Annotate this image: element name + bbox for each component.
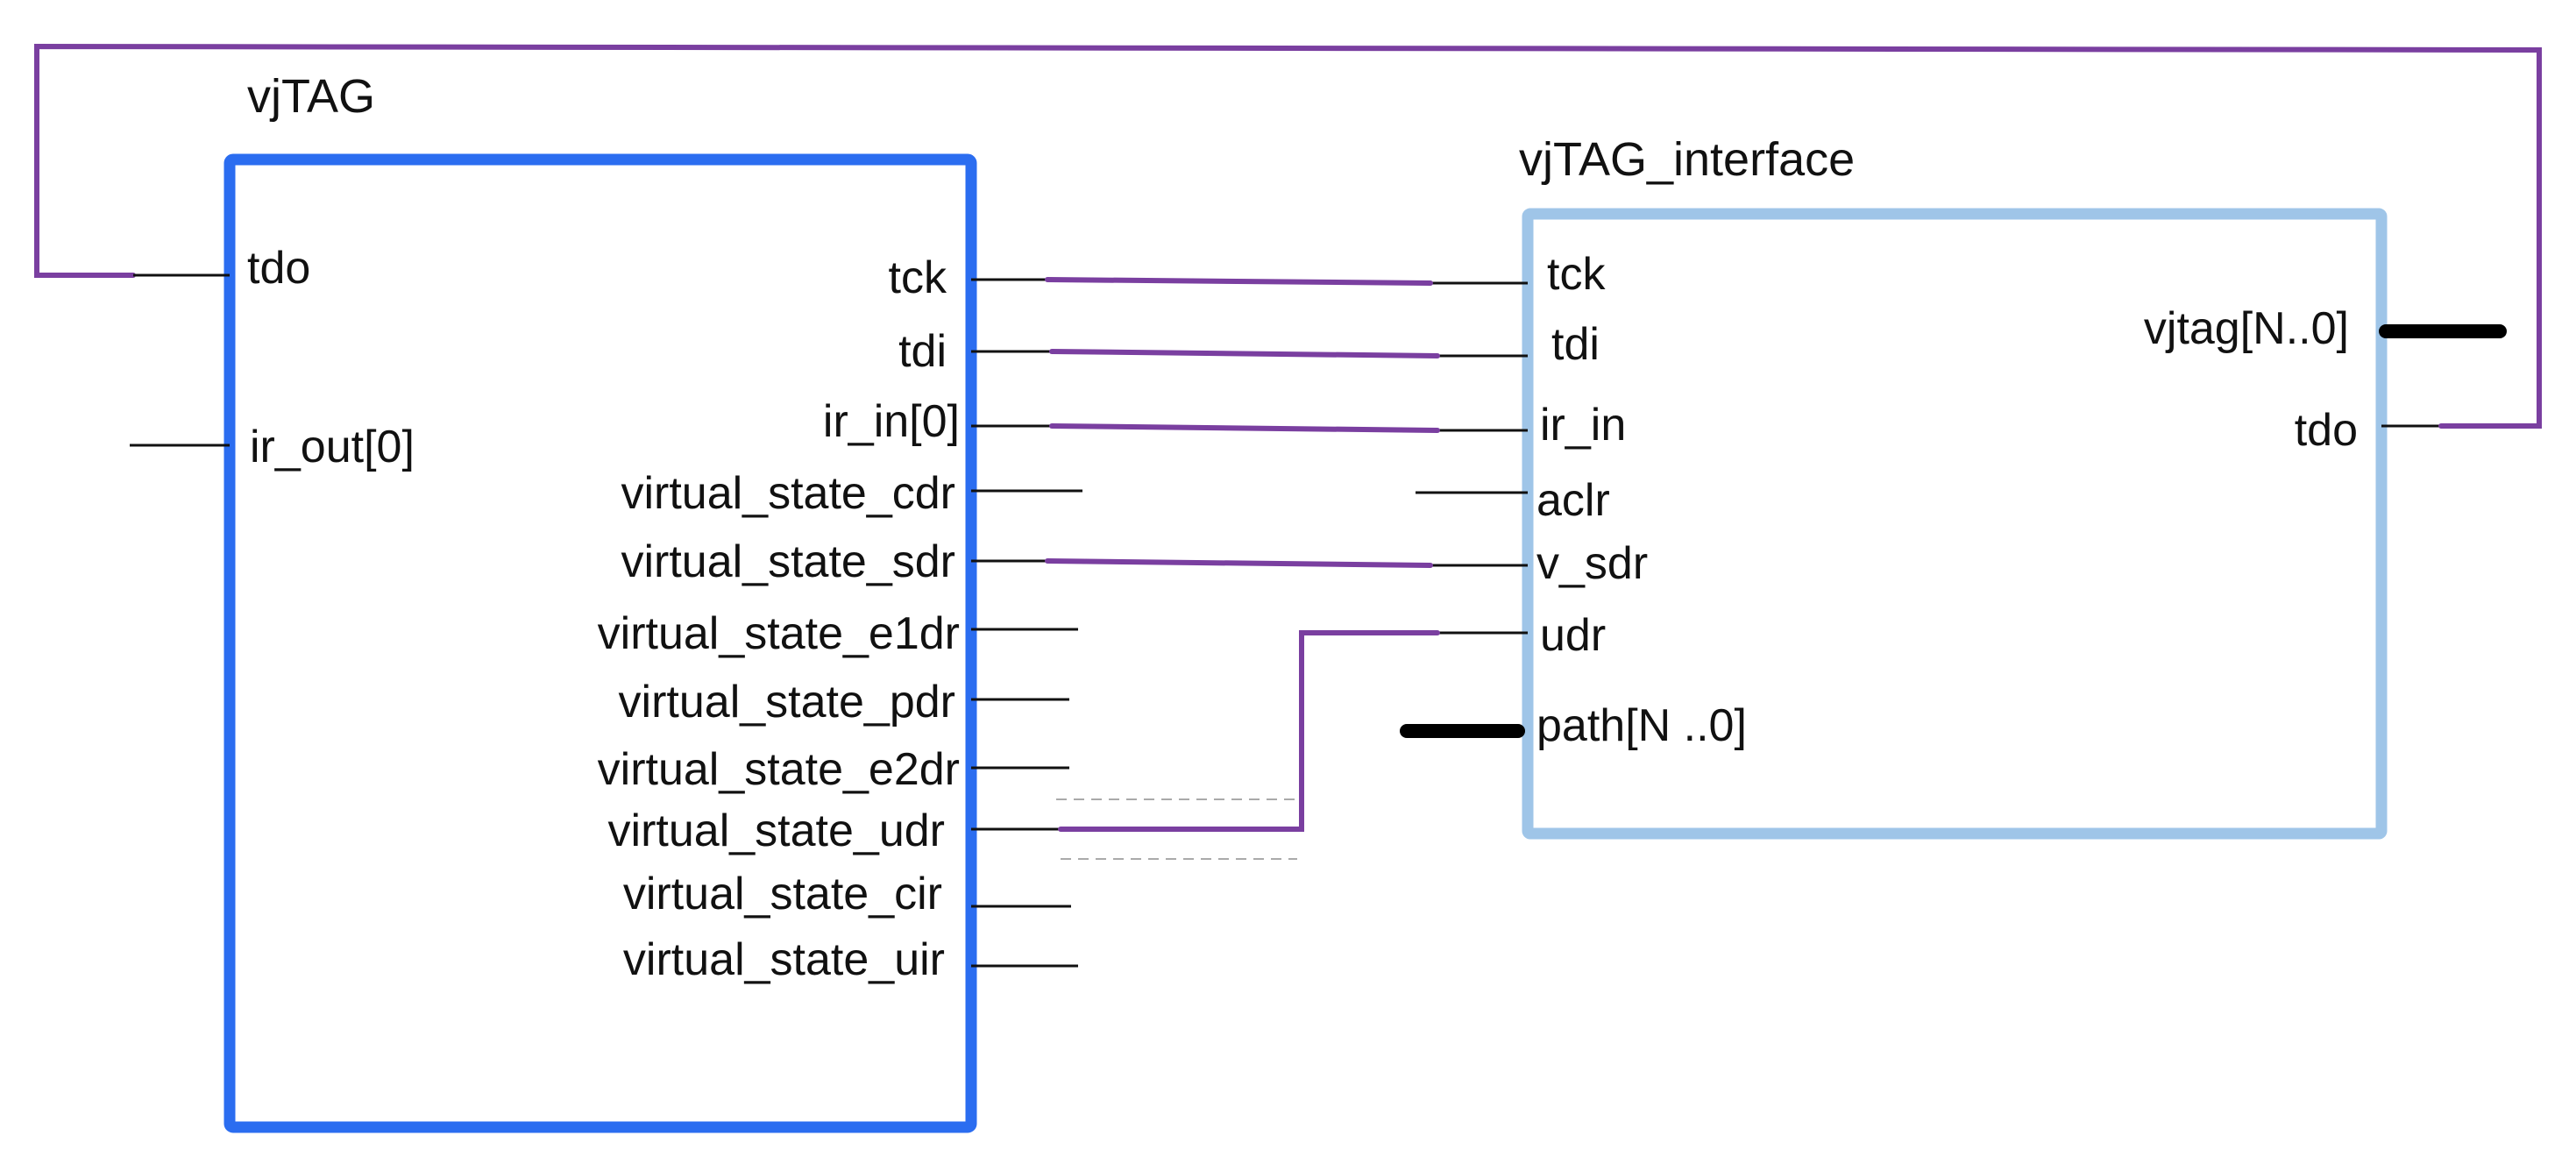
interface-port-aclr: aclr (1536, 475, 1610, 526)
vjtag-block: vjTAG tdo ir_out[0] tck tdi ir_in[0] vir… (130, 70, 1302, 1133)
interface-title: vjTAG_interface (1519, 133, 1855, 186)
vjtag-title: vjTAG (247, 70, 375, 123)
vjtag-port-uir: virtual_state_uir (623, 934, 945, 985)
interface-port-tck: tck (1547, 249, 1606, 300)
wire-sdr (1045, 558, 1433, 568)
interface-port-path: path[N ..0] (1536, 700, 1747, 751)
wire-ir-in (1049, 423, 1440, 433)
vjtag-port-e1dr: virtual_state_e1dr (598, 608, 960, 659)
interface-port-udr: udr (1540, 610, 1606, 661)
wire-udr (1058, 630, 1440, 832)
interface-port-tdo: tdo (2295, 405, 2358, 456)
vjtag-port-cir: virtual_state_cir (623, 869, 942, 919)
vjtag-port-pdr: virtual_state_pdr (619, 677, 955, 727)
vjtag-port-sdr: virtual_state_sdr (621, 536, 955, 587)
vjtag-port-ir-in: ir_in[0] (823, 396, 960, 447)
vjtag-port-e2dr: virtual_state_e2dr (598, 744, 960, 795)
vjtag-port-ir-out: ir_out[0] (250, 422, 415, 472)
interface-port-tdi: tdi (1551, 319, 1600, 370)
vjtag-port-tdi: tdi (898, 326, 947, 377)
interface-box (1522, 208, 2388, 840)
connection-wires (34, 43, 2542, 832)
interface-port-v-sdr: v_sdr (1536, 538, 1648, 589)
wire-tdi (1049, 349, 1440, 358)
vjtag-box (224, 153, 977, 1133)
vjtag-port-tck: tck (889, 252, 947, 303)
vjtag-port-cdr: virtual_state_cdr (621, 468, 955, 519)
interface-port-vjtag: vjtag[N..0] (2144, 303, 2349, 354)
interface-port-ir-in: ir_in (1540, 400, 1626, 451)
wire-tck (1045, 277, 1433, 286)
vjtag-port-udr: virtual_state_udr (608, 806, 945, 856)
wire-tdo-feedback (34, 43, 2542, 429)
vjtag-port-tdo: tdo (247, 243, 310, 294)
interface-block: vjTAG_interface tck tdi ir_in aclr v_sdr… (1400, 133, 2507, 840)
